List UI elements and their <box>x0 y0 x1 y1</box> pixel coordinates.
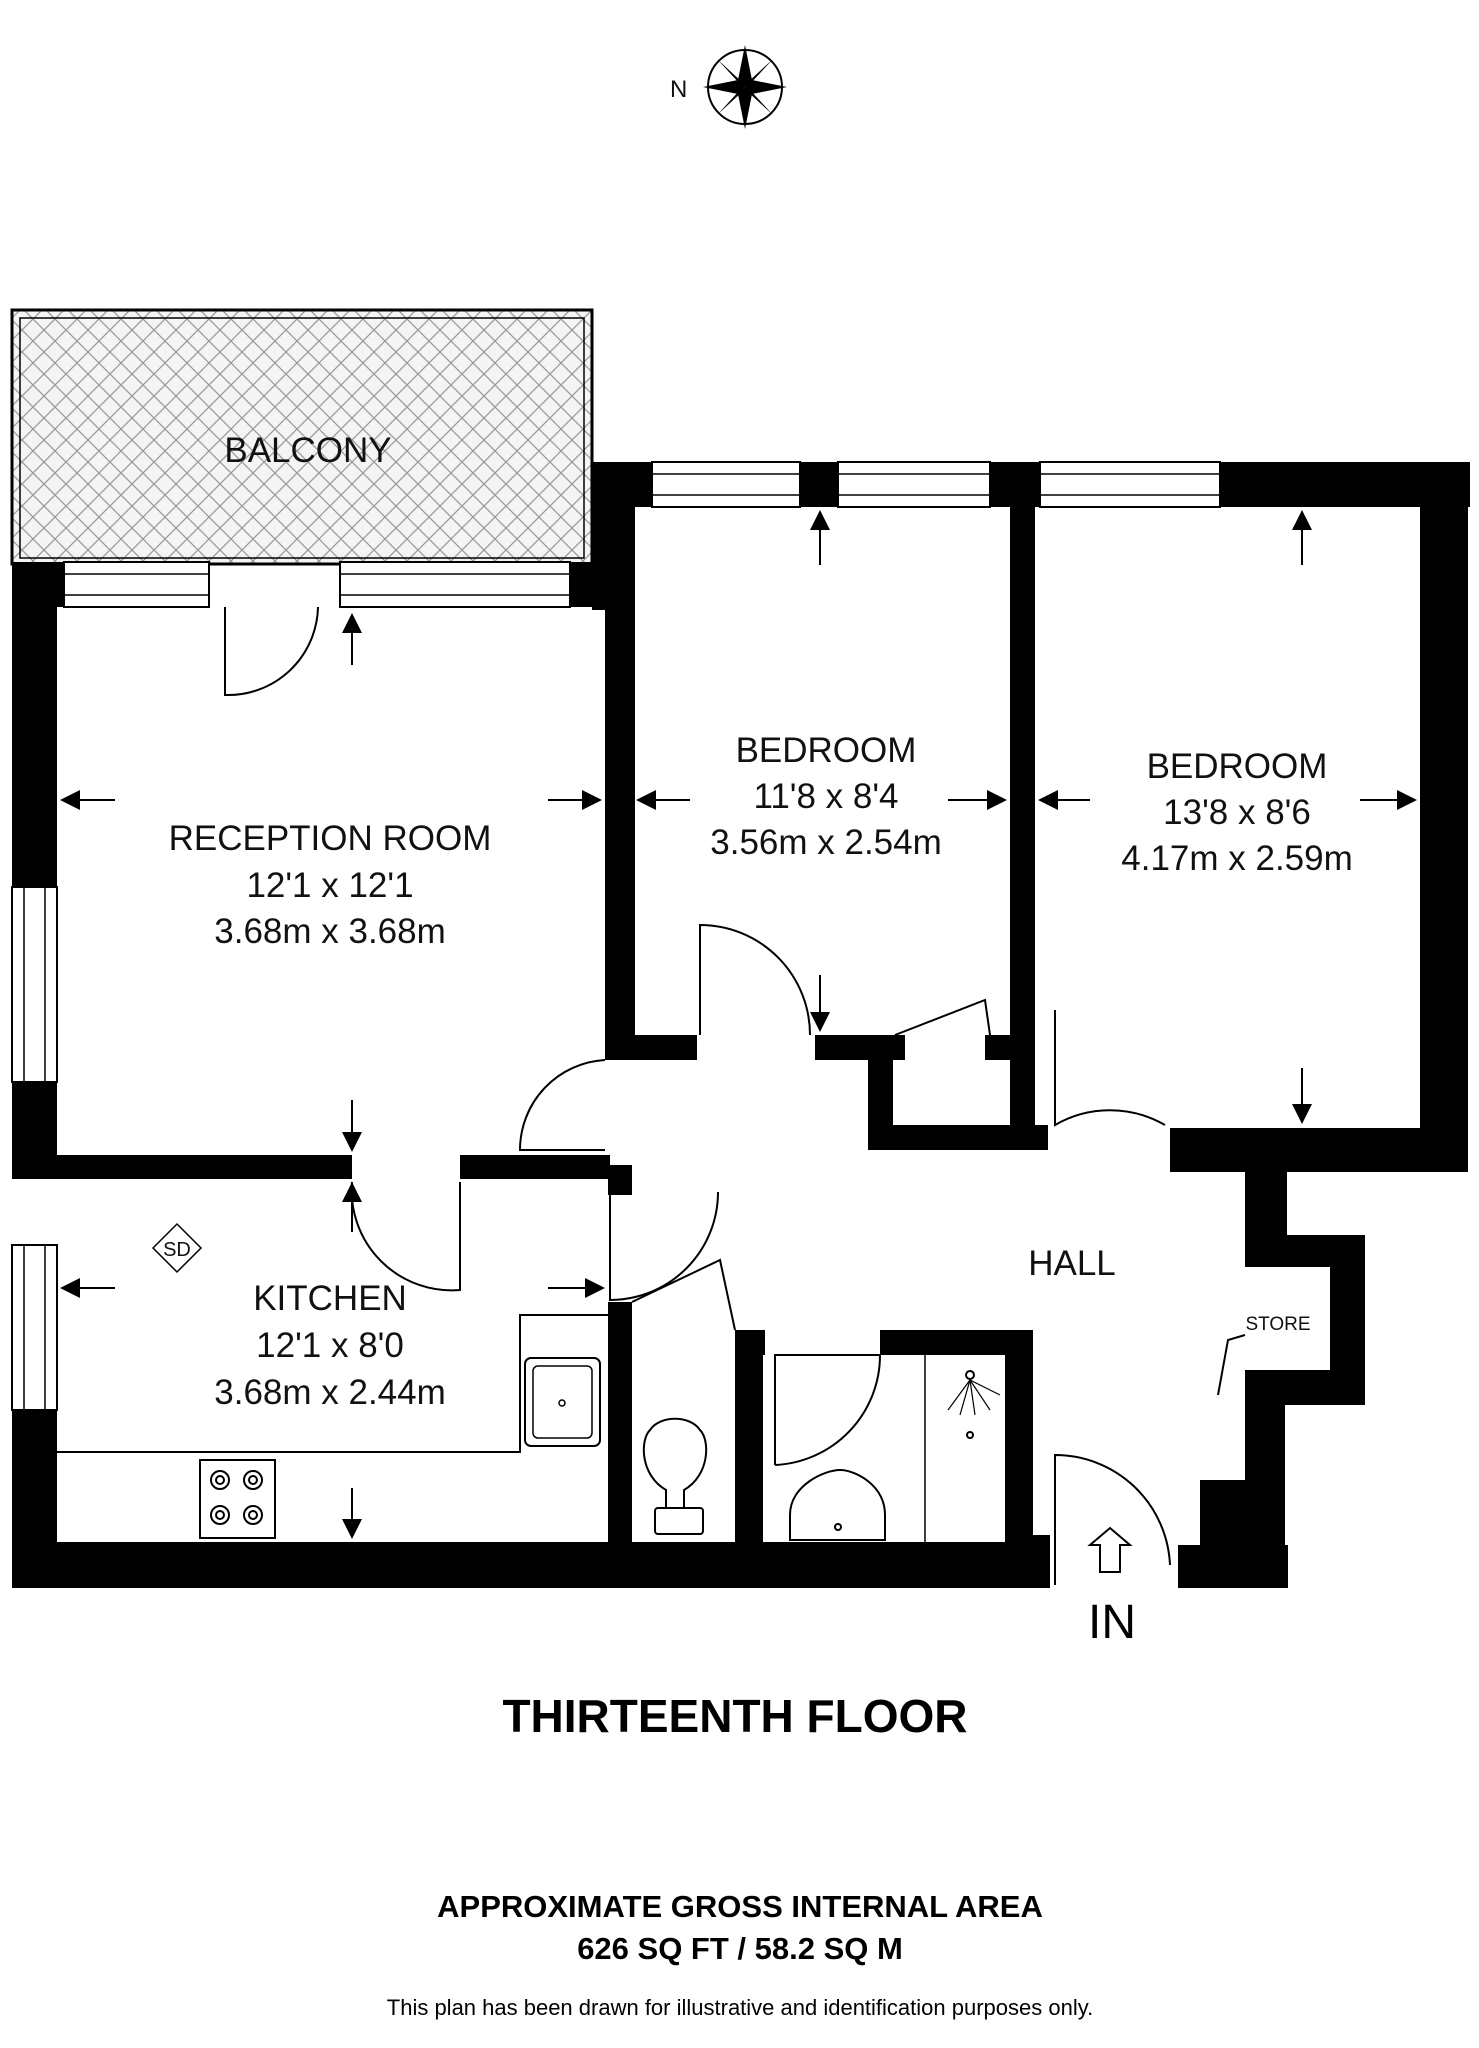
north-label: N <box>670 76 687 103</box>
area-heading: APPROXIMATE GROSS INTERNAL AREA <box>437 1889 1043 1924</box>
hall-label: HALL <box>1028 1244 1116 1283</box>
kitchen-fixtures <box>57 1314 608 1539</box>
dimension-arrows <box>60 510 1417 1539</box>
store-label: STORE <box>1245 1314 1310 1335</box>
bedroom2-imperial: 13'8 x 8'6 <box>1163 793 1311 832</box>
entrance-label: IN <box>1088 1596 1136 1649</box>
sink-icon <box>524 1357 601 1447</box>
balcony-area <box>10 308 594 566</box>
toilet-icon <box>642 1417 708 1535</box>
smoke-detector-icon <box>151 1222 203 1274</box>
bedroom2-name: BEDROOM <box>1147 747 1328 786</box>
bedroom1-name: BEDROOM <box>736 731 917 770</box>
walls <box>12 462 1470 1588</box>
shower-icon <box>924 1355 1001 1542</box>
compass-rose-icon <box>703 45 787 129</box>
reception-room-metric: 3.68m x 3.68m <box>214 912 446 951</box>
windows <box>11 461 1221 1411</box>
disclaimer-text: This plan has been drawn for illustrativ… <box>387 1995 1093 2020</box>
reception-room-imperial: 12'1 x 12'1 <box>246 866 413 905</box>
entrance-arrow-icon <box>1087 1526 1133 1573</box>
bedroom1-imperial: 11'8 x 8'4 <box>753 777 898 816</box>
kitchen-metric: 3.68m x 2.44m <box>214 1373 446 1412</box>
bedroom1-metric: 3.56m x 2.54m <box>710 823 942 862</box>
basin-icon <box>789 1468 886 1541</box>
kitchen-imperial: 12'1 x 8'0 <box>256 1326 404 1365</box>
hob-icon <box>199 1459 276 1539</box>
kitchen-name: KITCHEN <box>253 1279 407 1318</box>
reception-room-name: RECEPTION ROOM <box>169 819 492 858</box>
area-value: 626 SQ FT / 58.2 SQ M <box>577 1931 903 1966</box>
balcony-label: BALCONY <box>224 431 391 470</box>
door-swings <box>224 606 1246 1585</box>
floor-title: THIRTEENTH FLOOR <box>502 1690 967 1742</box>
bedroom2-metric: 4.17m x 2.59m <box>1121 839 1353 878</box>
smoke-detector-label: SD <box>163 1239 191 1261</box>
